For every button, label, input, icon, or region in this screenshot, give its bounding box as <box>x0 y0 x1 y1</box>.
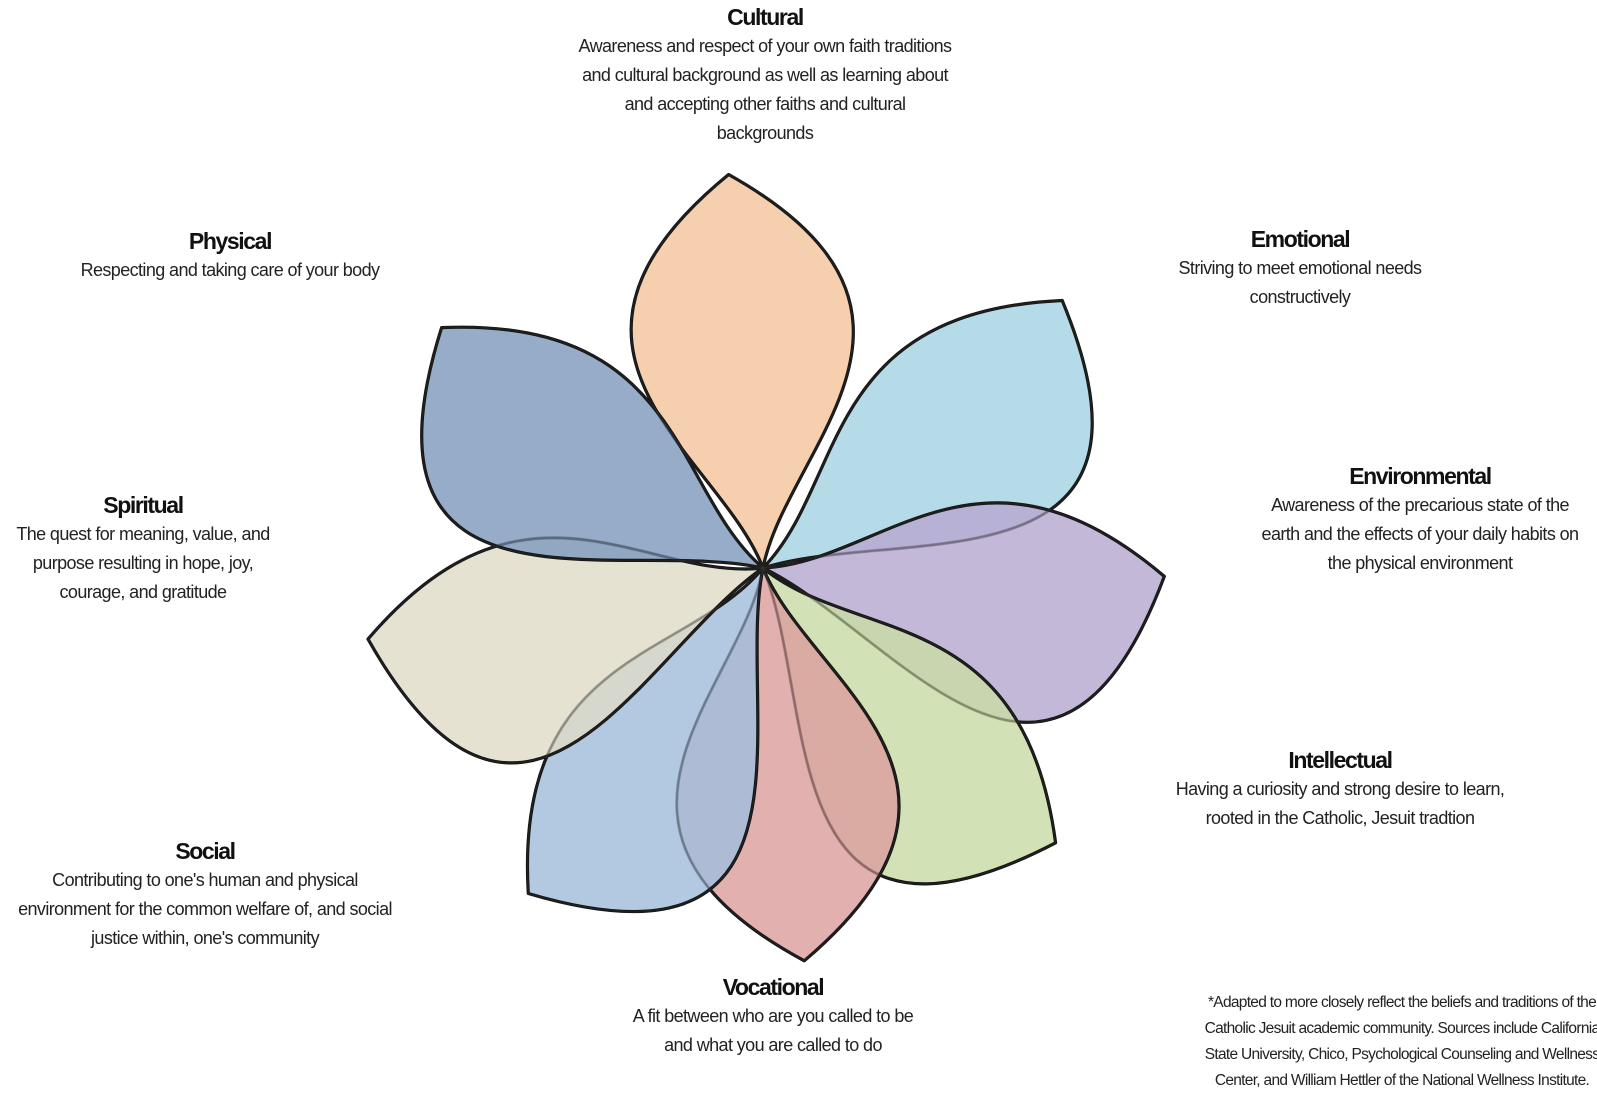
petal-cultural <box>629 172 855 570</box>
social-description: Contributing to one's human and physical… <box>18 870 392 948</box>
petal-overlap-outline-cultural <box>630 173 855 572</box>
environmental-description: Awareness of the precarious state of the… <box>1261 495 1579 573</box>
petal-overlap-outline-emotional <box>762 299 1094 569</box>
source-footnote: *Adapted to more closely reflect the bel… <box>1204 994 1597 1089</box>
label-vocational: Vocational A fit between who are you cal… <box>618 972 928 1060</box>
spiritual-description: The quest for meaning, value, and purpos… <box>16 524 270 602</box>
physical-title: Physical <box>188 228 273 254</box>
petal-overlap-outline-environmental <box>762 502 1166 724</box>
intellectual-title: Intellectual <box>1288 747 1393 773</box>
social-title: Social <box>175 838 236 864</box>
label-cultural: Cultural Awareness and respect of your o… <box>575 2 955 148</box>
vocational-description: A fit between who are you called to be a… <box>632 1006 914 1055</box>
emotional-description: Striving to meet emotional needs constru… <box>1178 258 1423 307</box>
petal-overlap-outline-physical <box>420 326 764 569</box>
cultural-title: Cultural <box>727 4 804 30</box>
label-spiritual: Spiritual The quest for meaning, value, … <box>8 490 278 607</box>
petal-overlap-outline-social <box>526 567 764 913</box>
label-emotional: Emotional Striving to meet emotional nee… <box>1150 224 1450 312</box>
physical-description: Respecting and taking care of your body <box>80 260 380 280</box>
label-social: Social Contributing to one's human and p… <box>10 836 400 953</box>
emotional-title: Emotional <box>1250 226 1351 252</box>
label-physical: Physical Respecting and taking care of y… <box>55 226 405 285</box>
vocational-title: Vocational <box>722 974 825 1000</box>
environmental-title: Environmental <box>1349 463 1492 489</box>
intellectual-description: Having a curiosity and strong desire to … <box>1175 779 1505 828</box>
petal-overlap-outline-vocational <box>675 564 900 963</box>
petal-overlap-outline-spiritual <box>366 536 764 764</box>
label-environmental: Environmental Awareness of the precariou… <box>1260 461 1580 578</box>
petal-overlap-outline-intellectual <box>762 567 1057 885</box>
spiritual-title: Spiritual <box>103 492 184 518</box>
cultural-description: Awareness and respect of your own faith … <box>578 36 953 143</box>
petal-physical <box>420 325 765 570</box>
label-intellectual: Intellectual Having a curiosity and stro… <box>1175 745 1505 833</box>
